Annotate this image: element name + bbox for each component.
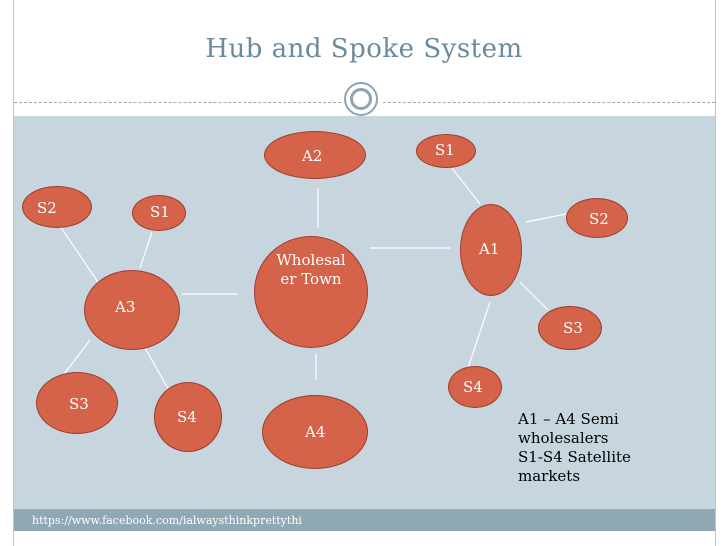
node-a1-s2-label: S2 [589,210,609,228]
connector-a3-s2 [57,222,103,289]
node-a3-s2-label: S2 [37,199,57,217]
node-a3: A3 [84,270,180,350]
legend-line-4: markets [518,467,581,485]
connector-a3-s1 [139,231,153,269]
legend-line-3: S1-S4 Satellite [518,448,631,466]
node-a1-label: A1 [479,240,500,258]
footer-source-link[interactable]: https://www.facebook.com/ialwaysthinkpre… [32,514,302,527]
connector-a1-s4 [467,301,491,369]
node-a4: A4 [262,395,368,469]
ring-ornament-inner-icon [350,88,372,110]
legend: A1 – A4 Semi wholesalers S1-S4 Satellite… [518,410,658,486]
node-a2: A2 [264,131,366,179]
frame-left-line [13,0,14,546]
node-a4-label: A4 [305,423,326,441]
frame-right-line [715,0,716,546]
node-a3-s1: S1 [132,195,186,231]
node-a1-s4: S4 [448,366,502,408]
footer-bar [14,509,715,531]
connector-a1-s3 [519,281,549,311]
legend-line-2: wholesalers [518,429,609,447]
connector-a1-s2 [525,213,567,223]
node-a1-s3-label: S3 [563,319,583,337]
node-a2-label: A2 [302,147,323,165]
node-a1-s3: S3 [538,306,602,350]
slide-title: Hub and Spoke System [205,34,523,64]
node-a3-s3: S3 [36,372,118,434]
node-a3-s1-label: S1 [150,203,170,221]
node-a1: A1 [460,204,522,296]
node-a3-label: A3 [115,298,136,316]
node-a1-s1-label: S1 [435,141,455,159]
node-a3-s3-label: S3 [69,395,89,413]
node-a3-s4-label: S4 [177,408,197,426]
node-a3-s4: S4 [154,382,222,452]
node-a1-s2: S2 [566,198,628,238]
connector-a1-s1 [451,167,481,205]
node-a1-s4-label: S4 [463,378,483,396]
legend-line-1: A1 – A4 Semi [518,410,619,428]
connector-a3-s4 [144,347,171,393]
node-a1-s1: S1 [416,134,476,168]
hub-node-wholesaler-town: Wholesal er Town [254,236,368,348]
node-a3-s2: S2 [22,186,92,228]
hub-label-line1: Wholesal [276,251,346,269]
hub-label-line2: er Town [280,270,342,288]
